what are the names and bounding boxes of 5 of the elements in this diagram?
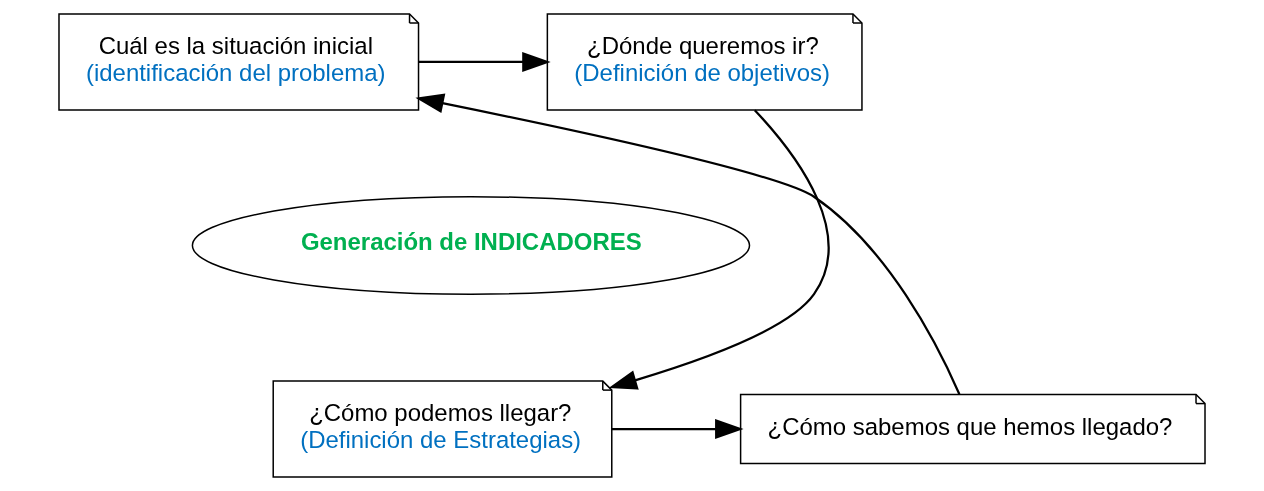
node-ellipse: Generación de INDICADORES bbox=[191, 196, 751, 295]
arrow bbox=[611, 419, 744, 440]
arrow bbox=[415, 93, 961, 395]
arrow bbox=[608, 109, 830, 390]
arrow bbox=[418, 51, 551, 72]
